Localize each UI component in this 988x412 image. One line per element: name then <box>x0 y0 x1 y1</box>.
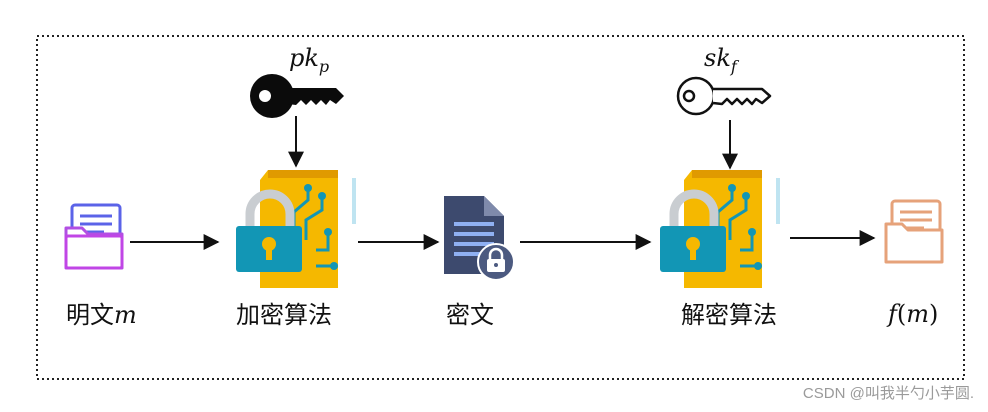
public-key-label: pkp <box>289 44 329 76</box>
padlock-circuit-icon <box>660 170 780 288</box>
outline-key-icon <box>676 76 772 116</box>
decrypt-label: 解密算法 <box>681 301 777 329</box>
watermark: CSDN @叫我半勺小芋圆. <box>803 385 974 402</box>
padlock-circuit-icon <box>236 170 356 288</box>
secret-key-label: skf <box>704 44 740 76</box>
output-label: f(m) <box>886 300 938 328</box>
diagram-border <box>36 35 965 380</box>
folder-document-icon <box>884 199 944 264</box>
black-key-icon <box>250 74 344 118</box>
plaintext-label: 明文m <box>66 301 137 329</box>
folder-document-icon <box>64 203 124 270</box>
locked-document-icon <box>444 196 515 281</box>
encrypt-label: 加密算法 <box>236 301 332 329</box>
ciphertext-label: 密文 <box>446 301 494 329</box>
